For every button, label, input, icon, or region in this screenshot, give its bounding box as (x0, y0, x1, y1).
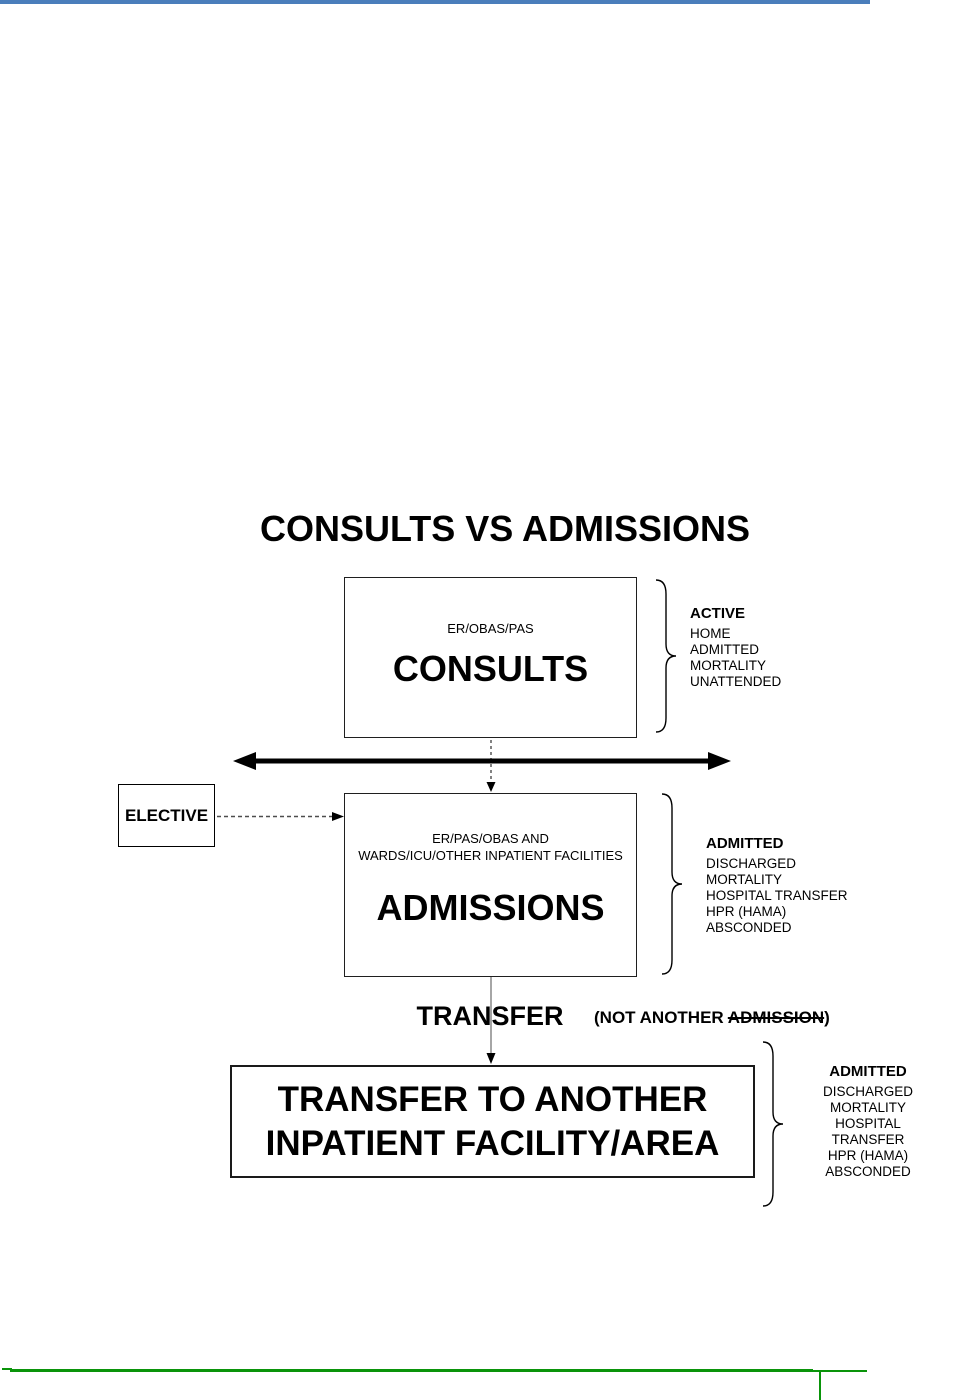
transfer-destination-line2: INPATIENT FACILITY/AREA (265, 1123, 720, 1163)
transfer-note-struck-word: ADMISSION (727, 1008, 825, 1027)
outcome-item: ADMITTED (690, 642, 759, 657)
transfer-note-suffix: ) (824, 1008, 830, 1027)
transfer-label: TRANSFER (416, 1001, 564, 1031)
admissions-sources-line2: WARDS/ICU/OTHER INPATIENT FACILITIES (358, 848, 623, 863)
outcome-item: MORTALITY (829, 1100, 906, 1115)
admissions-to-transfer-arrow (486, 977, 496, 1064)
admissions-title: ADMISSIONS (376, 887, 605, 928)
elective-box: ELECTIVE (118, 784, 215, 847)
elective-to-admissions-arrow (217, 812, 344, 821)
outcome-item: MORTALITY (690, 658, 767, 673)
elective-label: ELECTIVE (124, 805, 209, 825)
outcome-item: DISCHARGED (706, 856, 797, 871)
outcome-item: TRANSFER (831, 1132, 905, 1147)
admissions-box: ER/PAS/OBAS AND WARDS/ICU/OTHER INPATIEN… (344, 793, 637, 977)
bottom-border-rule-left-stub (2, 1368, 12, 1370)
transfer-outcomes-title: ADMITTED (829, 1063, 907, 1080)
bottom-border-vertical-rule (819, 1371, 821, 1400)
transfer-note-prefix: (NOT ANOTHER (594, 1008, 728, 1027)
consults-sources: ER/OBAS/PAS (447, 621, 534, 636)
consults-box: ER/OBAS/PAS CONSULTS (344, 577, 637, 738)
admissions-sources-line1: ER/PAS/OBAS AND (432, 831, 549, 846)
outcome-item: MORTALITY (706, 872, 783, 887)
top-border-rule (0, 0, 870, 4)
outcome-item: HPR (HAMA) (827, 1148, 909, 1163)
outcome-item: ABSCONDED (825, 1164, 911, 1179)
outcome-item: UNATTENDED (690, 674, 782, 689)
transfer-destination-box: TRANSFER TO ANOTHER INPATIENT FACILITY/A… (230, 1065, 755, 1178)
admissions-outcomes-title: ADMITTED (706, 835, 784, 852)
outcome-item: HOME (690, 626, 731, 641)
outcome-item: HPR (HAMA) (706, 904, 787, 919)
transfer-outcomes-brace (762, 1041, 784, 1207)
consults-title: CONSULTS (392, 648, 589, 689)
transfer-destination-line1: TRANSFER TO ANOTHER (277, 1079, 708, 1119)
transfer-note: (NOT ANOTHER ADMISSION) (594, 1008, 830, 1028)
consults-outcomes-title: ACTIVE (690, 605, 746, 622)
outcome-item: HOSPITAL TRANSFER (706, 888, 848, 903)
outcome-item: DISCHARGED (822, 1084, 913, 1099)
outcome-item: HOSPITAL (835, 1116, 901, 1131)
consults-admissions-divider-arrow (233, 752, 731, 770)
admissions-outcomes-brace (661, 793, 683, 975)
outcome-item: ABSCONDED (706, 920, 792, 935)
bottom-border-rule (10, 1369, 813, 1372)
consults-outcomes-brace (655, 579, 677, 733)
diagram-title: CONSULTS VS ADMISSIONS (259, 508, 751, 549)
bottom-border-rule-right-thin (813, 1370, 867, 1372)
